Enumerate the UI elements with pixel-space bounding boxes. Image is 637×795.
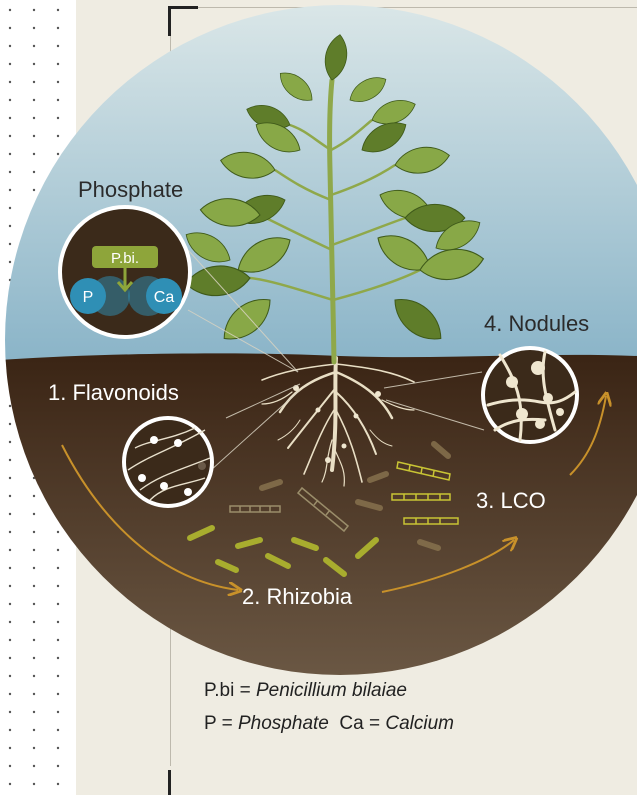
label-phosphate: Phosphate [78, 177, 183, 202]
legend-p-abbr: P [204, 713, 216, 734]
label-lco: 3. LCO [476, 488, 546, 513]
legend-ca-name: Calcium [385, 713, 454, 734]
legend-pbi-name: Penicillium bilaiae [256, 680, 407, 701]
legend-line-pbi: P.bi = Penicillium bilaiae [204, 680, 407, 702]
legend-p-name: Phosphate [238, 713, 329, 734]
label-flavonoids: 1. Flavonoids [48, 380, 179, 405]
label-nodules: 4. Nodules [484, 311, 589, 336]
legend-pbi-abbr: P.bi [204, 680, 234, 701]
phosphate-inset: P.bi. P Ca [60, 207, 190, 337]
svg-text:Ca: Ca [154, 289, 175, 306]
svg-text:P.bi.: P.bi. [111, 250, 139, 267]
nodules-inset [483, 348, 577, 442]
legend-ca-abbr: Ca [339, 713, 363, 734]
legend-line-p-ca: P = Phosphate Ca = Calcium [204, 713, 454, 735]
label-rhizobia: 2. Rhizobia [242, 584, 353, 609]
flavonoids-inset [124, 418, 212, 506]
svg-text:P: P [83, 289, 94, 306]
